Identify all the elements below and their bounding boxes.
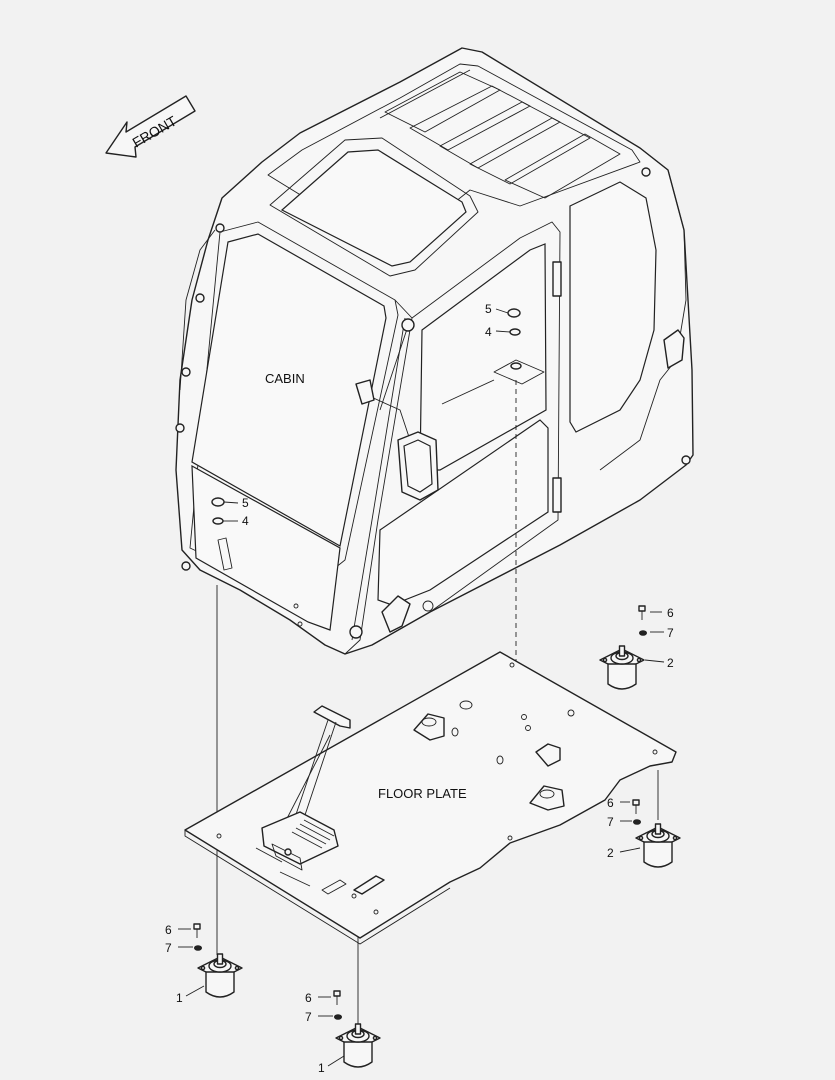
callout-6-bottom: 6 xyxy=(305,991,312,1005)
callout-5-cabin-right: 5 xyxy=(485,302,492,316)
nut-group-left: 5 4 xyxy=(211,496,249,528)
callout-7-left: 7 xyxy=(165,941,172,955)
front-direction-arrow: FRONT xyxy=(105,95,196,158)
nut-group-right: 5 4 xyxy=(485,302,521,339)
alignment-lines xyxy=(216,380,659,1028)
cabin: CABIN 5 4 5 4 xyxy=(175,47,694,655)
callout-6-left: 6 xyxy=(165,923,172,937)
floor-plate: FLOOR PLATE xyxy=(184,651,677,945)
travel-lever-assembly xyxy=(255,705,351,887)
callout-1-left: 1 xyxy=(176,991,183,1005)
mount-2-upper: 6 7 2 xyxy=(599,605,674,690)
mount-2-lower: 6 7 2 xyxy=(607,796,681,868)
callout-2-lower-right: 2 xyxy=(607,846,614,860)
mount-1-bottom: 6 7 1 xyxy=(305,990,381,1075)
callout-7-bottom: 7 xyxy=(305,1010,312,1024)
callout-4-cabin-right: 4 xyxy=(485,325,492,339)
callout-7-lower-right: 7 xyxy=(607,815,614,829)
mount-1-left: 6 7 1 xyxy=(165,923,243,1005)
cabin-label: CABIN xyxy=(265,371,305,386)
floor-plate-label: FLOOR PLATE xyxy=(378,786,467,801)
callout-6-upper-right: 6 xyxy=(667,606,674,620)
callout-1-bottom: 1 xyxy=(318,1061,325,1075)
callout-7-upper-right: 7 xyxy=(667,626,674,640)
callout-4-cabin-left: 4 xyxy=(242,514,249,528)
callout-6-lower-right: 6 xyxy=(607,796,614,810)
callout-5-cabin-left: 5 xyxy=(242,496,249,510)
callout-2-upper-right: 2 xyxy=(667,656,674,670)
